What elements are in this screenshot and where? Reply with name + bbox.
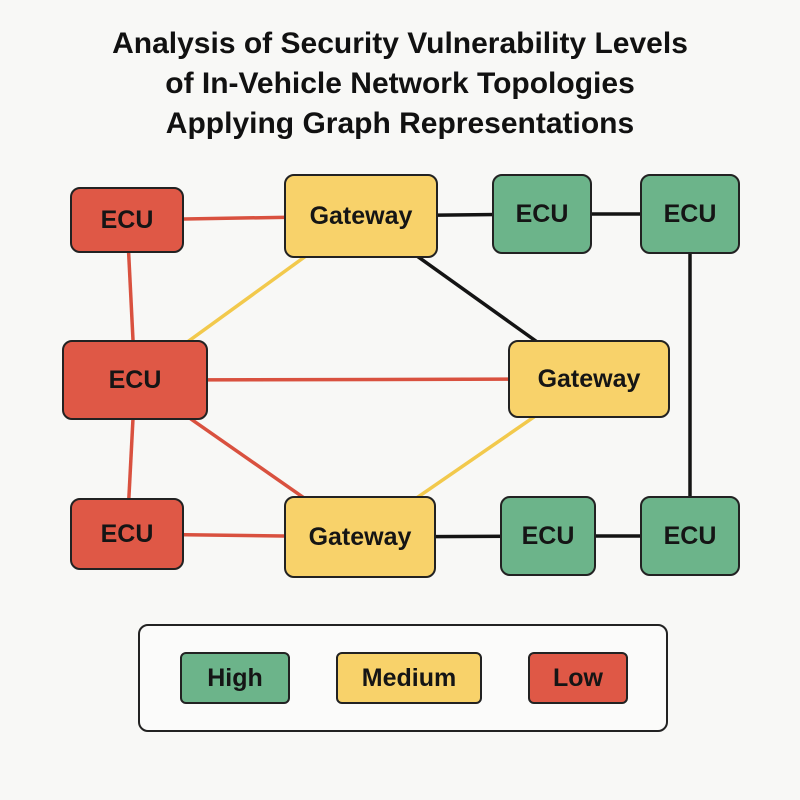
node-ecu-n1: ECU [70, 187, 184, 253]
legend-medium: Medium [336, 652, 482, 704]
node-ecu-n5: ECU [62, 340, 208, 420]
node-gateway-n8: Gateway [284, 496, 436, 578]
legend-high: High [180, 652, 290, 704]
legend: High Medium Low [138, 624, 668, 732]
diagram-title: Analysis of Security Vulnerability Level… [0, 24, 800, 144]
title-line-2: of In-Vehicle Network Topologies [165, 67, 635, 100]
node-ecu-n9: ECU [500, 496, 596, 576]
title-line-3: Applying Graph Representations [165, 107, 635, 140]
legend-low: Low [528, 652, 628, 704]
node-gateway-n2: Gateway [284, 174, 438, 258]
node-ecu-n7: ECU [70, 498, 184, 570]
node-ecu-n10: ECU [640, 496, 740, 576]
title-line-1: Analysis of Security Vulnerability Level… [112, 27, 688, 60]
node-ecu-n4: ECU [640, 174, 740, 254]
node-ecu-n3: ECU [492, 174, 592, 254]
node-gateway-n6: Gateway [508, 340, 670, 418]
